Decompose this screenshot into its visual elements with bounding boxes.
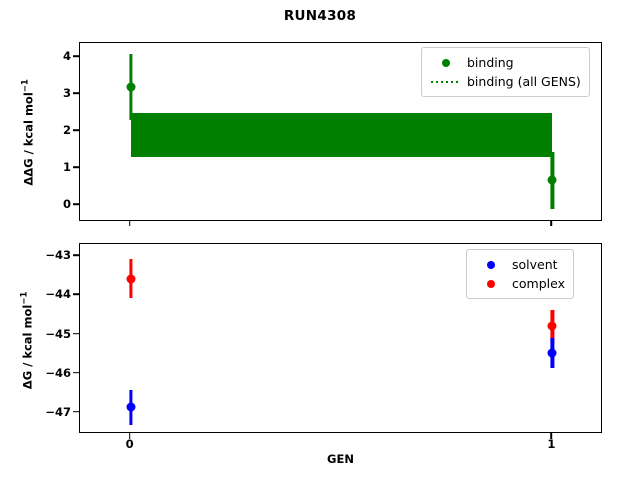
solvent-data-point	[547, 348, 557, 358]
legend-row-binding[interactable]: binding	[429, 53, 581, 72]
y-tick-mark	[73, 254, 79, 257]
plot-axes-top: binding binding (all GENS)	[79, 42, 602, 221]
y-tick-mark	[73, 371, 79, 374]
legend-components: solvent complex	[466, 249, 574, 299]
y-axis-label-top-text: ΔΔG / kcal mol	[21, 92, 36, 186]
complex-data-point	[126, 274, 136, 284]
x-tick-mark	[550, 433, 553, 439]
complex-marker-icon	[474, 279, 508, 288]
y-tick-mark	[73, 203, 79, 206]
solvent-data-point	[126, 402, 136, 412]
x-tick-label: 1	[547, 437, 556, 451]
legend-binding: binding binding (all GENS)	[421, 47, 590, 97]
y-tick-mark	[73, 166, 79, 169]
solvent-marker-icon	[474, 260, 508, 269]
y-axis-label-top: ΔΔG / kcal mol−1	[21, 52, 36, 212]
y-tick-mark	[73, 129, 79, 131]
legend-label-binding-all-gens: binding (all GENS)	[467, 74, 581, 89]
complex-data-point	[547, 321, 557, 331]
binding-all-gens-confidence-band	[130, 112, 553, 158]
y-tick-mark	[73, 92, 79, 94]
x-tick-mark-top-panel	[550, 221, 553, 226]
y-axis-label-top-exponent: −1	[20, 79, 31, 93]
x-tick-mark-top-panel	[128, 221, 131, 226]
y-tick-label: −44	[45, 287, 71, 302]
y-tick-label: −46	[45, 365, 71, 380]
y-tick-mark	[73, 332, 79, 335]
x-axis-label: GEN	[327, 452, 354, 466]
y-tick-mark	[73, 293, 79, 296]
y-axis-label-bottom: ΔG / kcal mol−1	[20, 260, 35, 420]
legend-label-complex: complex	[512, 276, 565, 291]
y-tick-label: 4	[62, 49, 71, 64]
y-tick-mark	[73, 55, 79, 57]
y-tick-label: −45	[45, 326, 71, 341]
y-tick-label: 2	[62, 123, 71, 138]
legend-row-solvent[interactable]: solvent	[474, 255, 565, 274]
y-axis-ticks-top: 0 1 2 3 4	[25, 0, 79, 480]
y-tick-label: −47	[45, 404, 71, 419]
y-tick-label: 1	[62, 160, 71, 175]
binding-marker-icon	[429, 58, 463, 67]
binding-data-point	[547, 175, 557, 185]
binding-data-point	[126, 82, 136, 92]
binding-all-gens-line-icon	[429, 80, 463, 83]
legend-row-binding-all-gens[interactable]: binding (all GENS)	[429, 72, 581, 91]
y-tick-label: 3	[62, 86, 71, 101]
x-tick-label: 0	[125, 437, 134, 451]
page-title: RUN4308	[283, 8, 357, 24]
legend-label-solvent: solvent	[512, 257, 558, 272]
y-axis-label-bottom-exponent: −1	[19, 291, 30, 305]
y-axis-label-bottom-text: ΔG / kcal mol	[20, 304, 35, 390]
y-tick-label: −43	[45, 248, 71, 263]
plot-axes-bottom: solvent complex	[79, 243, 602, 433]
y-tick-label: 0	[62, 197, 71, 212]
y-axis-ticks-bottom: −43 −44 −45 −46 −47	[25, 0, 79, 480]
x-tick-mark	[128, 433, 131, 439]
legend-label-binding: binding	[467, 55, 514, 70]
y-tick-mark	[73, 410, 79, 413]
legend-row-complex[interactable]: complex	[474, 274, 565, 293]
